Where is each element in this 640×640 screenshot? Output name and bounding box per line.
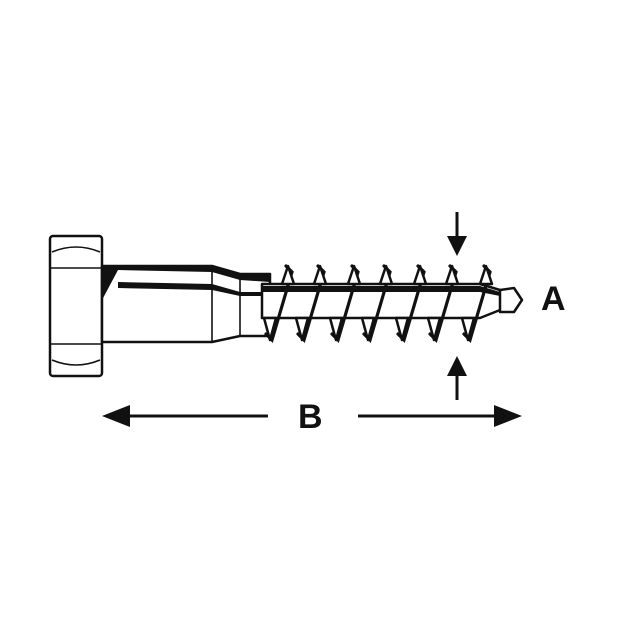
thread-tooth — [280, 264, 296, 286]
hex-head — [48, 234, 104, 378]
thread-tooth — [444, 264, 460, 286]
screw-thread — [260, 264, 524, 344]
thread-tooth — [262, 316, 278, 342]
thread-tooth — [478, 264, 494, 286]
thread-tooth — [412, 264, 428, 286]
thread-tooth — [360, 316, 376, 342]
thread-tooth — [312, 264, 328, 286]
thread-tooth — [426, 316, 442, 342]
dimension-a-top-arrow — [447, 212, 467, 256]
dimension-b-arrow — [102, 405, 522, 427]
thread-tooth — [346, 264, 362, 286]
screw-shank — [100, 264, 272, 344]
dimension-b-label: B — [298, 398, 323, 436]
thread-tooth — [460, 316, 476, 342]
dimension-a-label: A — [541, 280, 566, 318]
thread-tooth — [328, 316, 344, 342]
thread-tooth — [378, 264, 394, 286]
thread-tooth — [394, 316, 410, 342]
thread-tooth — [294, 316, 310, 342]
dimension-a-bottom-arrow — [447, 356, 467, 400]
